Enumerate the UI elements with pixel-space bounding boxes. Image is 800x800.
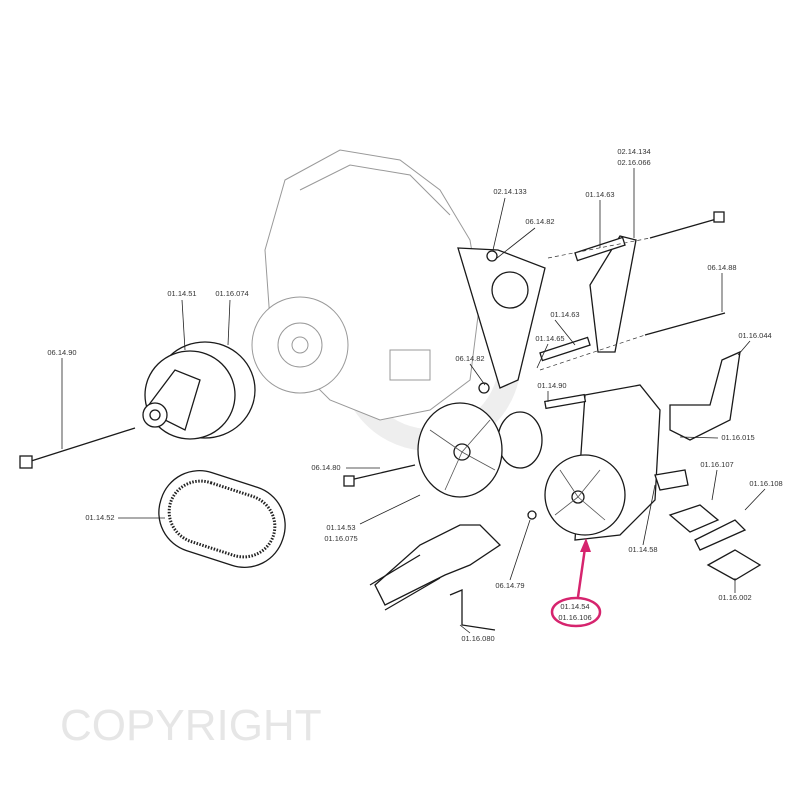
- watermark-text: COPYRIGHT: [60, 701, 322, 750]
- part-label: 01.14.58: [628, 545, 657, 554]
- part-label: 06.14.90: [47, 348, 76, 357]
- part-label: 01.16.044: [738, 331, 771, 340]
- highlight-arrow: [550, 538, 602, 628]
- alternator: [544, 384, 661, 541]
- fan-pulley: [343, 402, 543, 498]
- bracket-right: [654, 350, 762, 581]
- part-label: 02.14.133: [493, 187, 526, 196]
- part-label: 06.14.82: [455, 354, 484, 363]
- part-label: 01.14.65: [535, 334, 564, 343]
- part-label: 01.16.002: [718, 593, 751, 602]
- long-bolt-left: [19, 427, 136, 469]
- drive-belt: [158, 469, 286, 569]
- part-label: 02.16.066: [617, 158, 650, 167]
- mounting-plate: [457, 247, 546, 394]
- part-label: 01.14.63: [550, 310, 579, 319]
- part-label: 06.14.79: [495, 581, 524, 590]
- crank-pulley: [142, 341, 256, 440]
- part-label: 01.14.53: [326, 523, 355, 532]
- part-label: 02.14.134: [617, 147, 650, 156]
- highlighted-part-label: 01.14.54: [560, 602, 589, 611]
- part-label: 01.14.52: [85, 513, 114, 522]
- part-label: 06.14.80: [311, 463, 340, 472]
- part-label: 06.14.88: [707, 263, 736, 272]
- leader-lines: [61, 168, 766, 634]
- highlighted-part-label: 01.16.106: [558, 613, 591, 622]
- engine-block: [251, 149, 481, 421]
- part-label: 01.16.015: [721, 433, 754, 442]
- drive-shaft: [369, 510, 537, 631]
- long-bolts: [539, 211, 726, 371]
- part-label: 01.16.075: [324, 534, 357, 543]
- part-label: 06.14.82: [525, 217, 554, 226]
- part-label: 01.16.107: [700, 460, 733, 469]
- bracket-arm: [539, 235, 637, 362]
- part-label: 01.14.63: [585, 190, 614, 199]
- part-label: 01.14.90: [537, 381, 566, 390]
- part-label: 01.16.074: [215, 289, 248, 298]
- part-label: 01.16.108: [749, 479, 782, 488]
- part-label: 01.16.080: [461, 634, 494, 643]
- part-label: 01.14.51: [167, 289, 196, 298]
